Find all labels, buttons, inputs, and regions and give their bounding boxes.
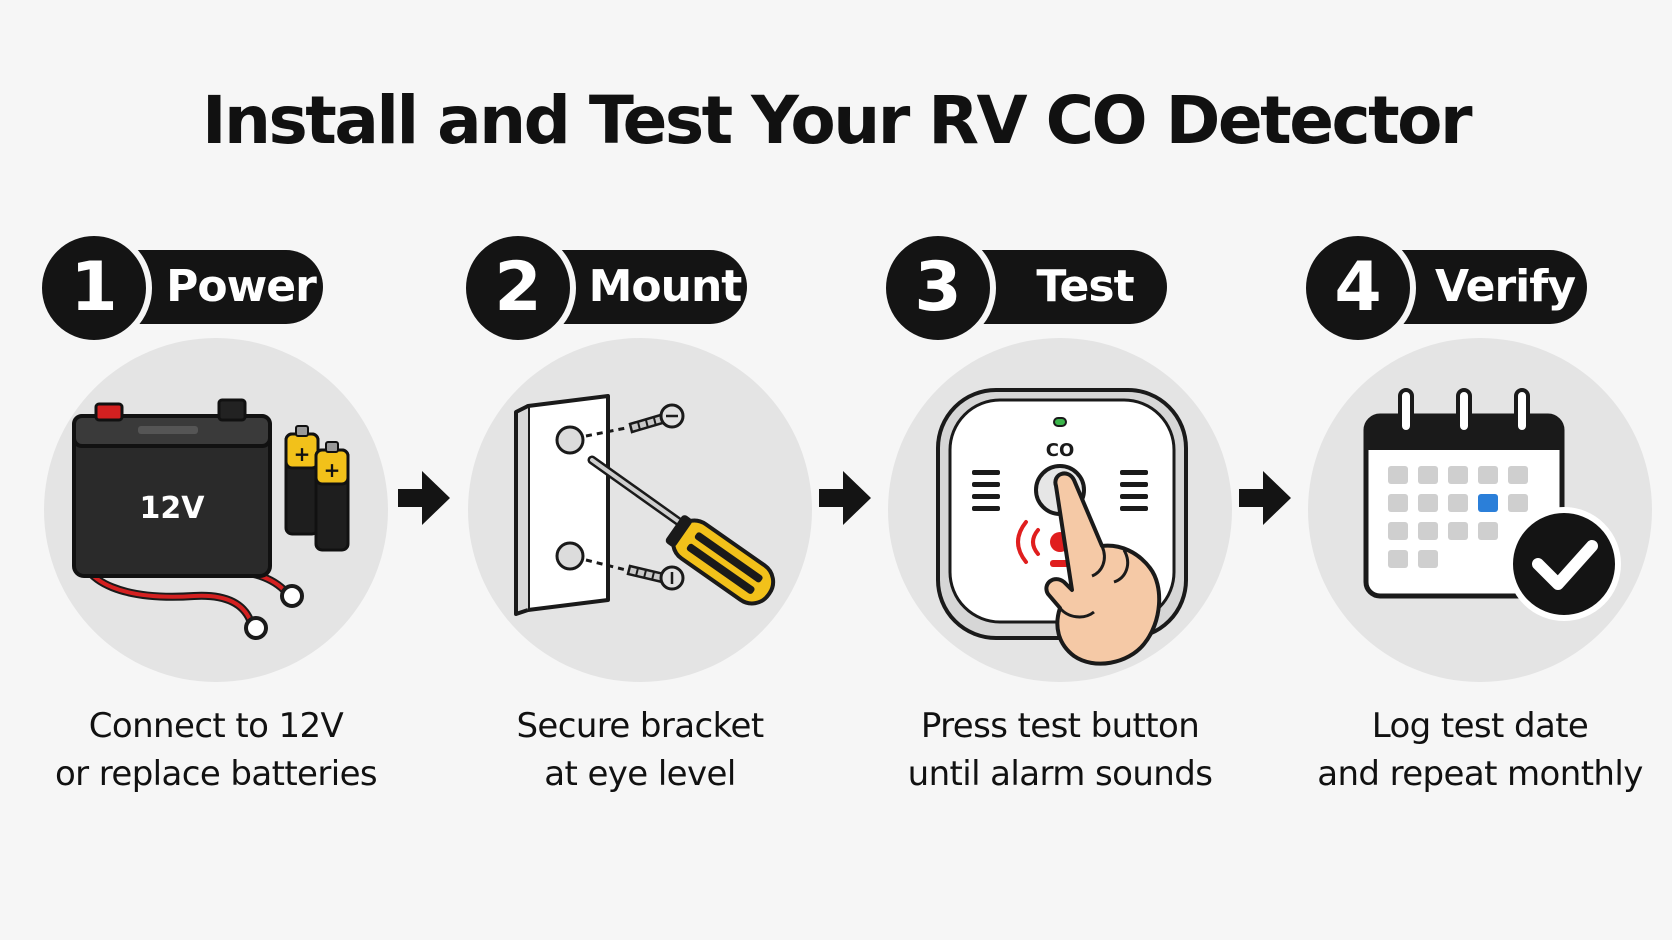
- step-2: Mount 2: [460, 0, 820, 940]
- step-label: Power: [166, 261, 317, 312]
- arrow-right-icon: [815, 465, 875, 531]
- co-detector-icon: CO: [936, 388, 1188, 666]
- arrow-right-icon: [1235, 465, 1295, 531]
- step-number-badge: 3: [880, 230, 996, 346]
- step-number-badge: 1: [36, 230, 152, 346]
- step-4: Verify 4: [1300, 0, 1660, 940]
- caption-line: Log test date: [1371, 706, 1589, 746]
- battery-label: 12V: [140, 491, 206, 526]
- arrow-right-icon: [394, 465, 454, 531]
- step-header: Verify 4: [1300, 230, 1660, 346]
- caption-line: Secure bracket: [516, 706, 764, 746]
- step-1: Power 1 12V + +: [36, 0, 396, 940]
- page-title: Install and Test Your RV CO Detector: [201, 82, 1473, 159]
- svg-text:+: +: [294, 442, 311, 466]
- caption-line: Connect to 12V: [88, 706, 344, 746]
- detector-label: CO: [1046, 440, 1075, 461]
- step-header: Mount 2: [460, 230, 820, 346]
- caption-line: and repeat monthly: [1317, 754, 1643, 794]
- step-caption: Connect to 12V or replace batteries: [26, 702, 406, 798]
- illustration-circle: 12V + +: [44, 338, 388, 682]
- caption-line: Press test button: [920, 706, 1200, 746]
- step-label: Test: [1036, 261, 1134, 312]
- step-caption: Press test button until alarm sounds: [870, 702, 1250, 798]
- illustration-circle: CO: [888, 338, 1232, 682]
- illustration-circle: [1308, 338, 1652, 682]
- step-label: Mount: [588, 261, 743, 312]
- svg-text:+: +: [324, 458, 341, 482]
- step-3: Test 3 CO: [880, 0, 1240, 940]
- step-number-badge: 2: [460, 230, 576, 346]
- battery-icon: 12V + +: [72, 398, 350, 640]
- highlighted-date: [1478, 494, 1498, 512]
- step-header: Test 3: [880, 230, 1240, 346]
- step-caption: Log test date and repeat monthly: [1290, 702, 1670, 798]
- step-number-badge: 4: [1300, 230, 1416, 346]
- caption-line: until alarm sounds: [907, 754, 1213, 794]
- calendar-check-icon: [1363, 388, 1621, 621]
- step-header: Power 1: [36, 230, 396, 346]
- caption-line: at eye level: [544, 754, 736, 794]
- screwdriver-icon: [514, 394, 776, 616]
- caption-line: or replace batteries: [54, 754, 378, 794]
- step-label: Verify: [1434, 261, 1576, 312]
- step-caption: Secure bracket at eye level: [450, 702, 830, 798]
- illustration-circle: [468, 338, 812, 682]
